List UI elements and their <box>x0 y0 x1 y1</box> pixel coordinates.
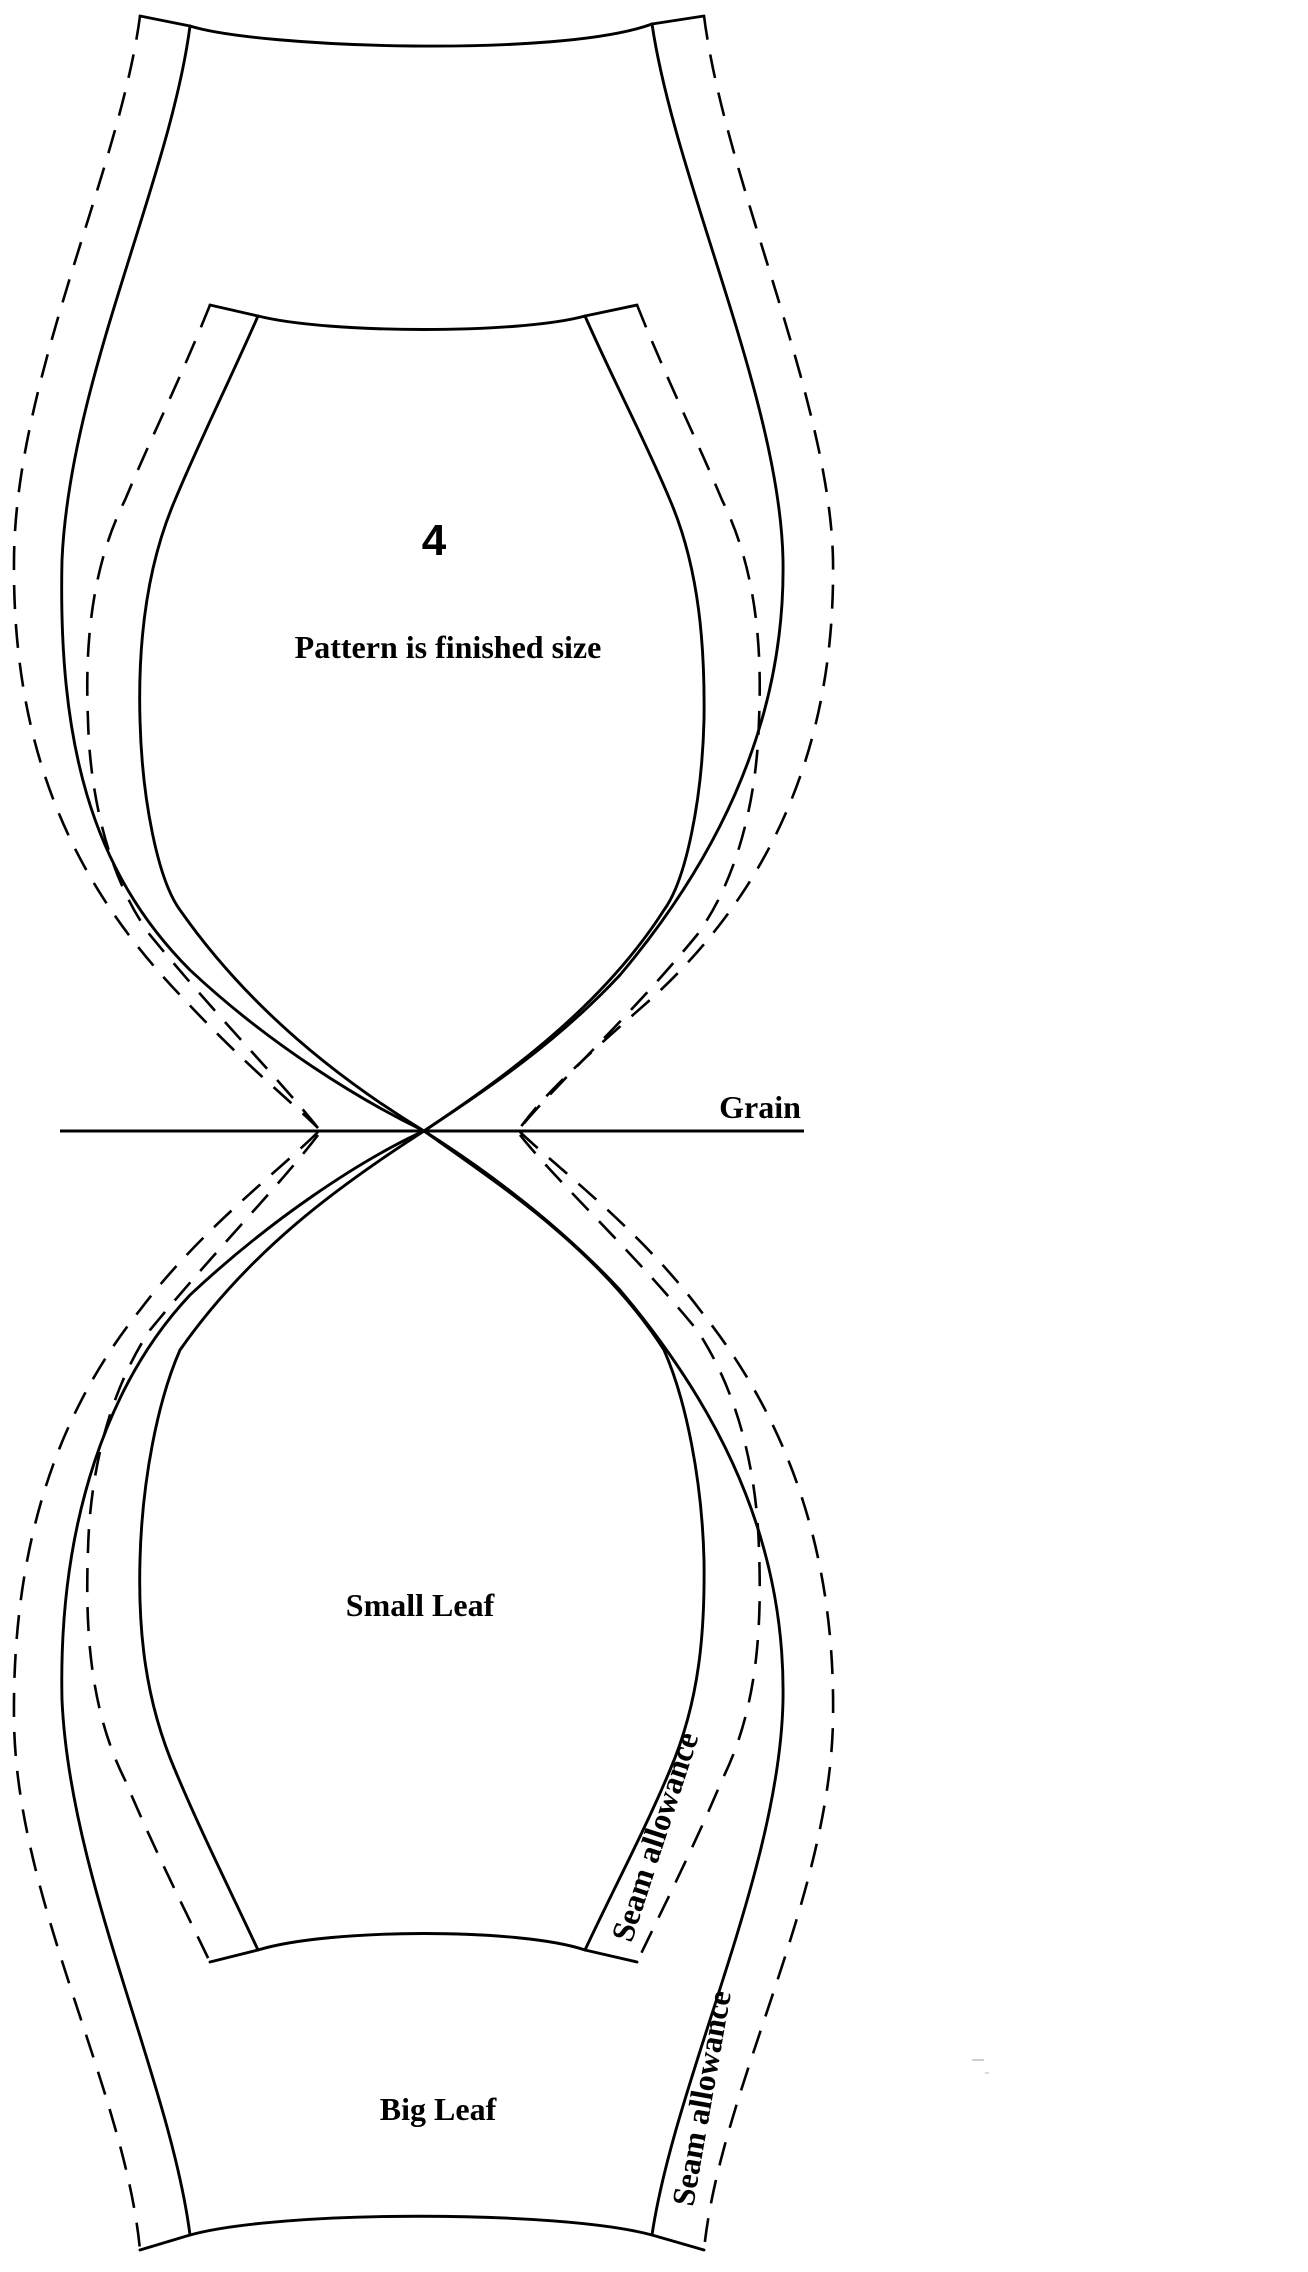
scan-specks <box>972 2059 989 2074</box>
finished-size-note: Pattern is finished size <box>295 629 602 665</box>
small-leaf-seam-allowance <box>85 304 762 1963</box>
small-leaf-label: Small Leaf <box>346 1587 495 1623</box>
big-leaf-bottom-outline <box>60 1129 785 2237</box>
big-leaf-label: Big Leaf <box>380 2091 497 2127</box>
small-leaf-bottom-outline <box>138 1129 706 1952</box>
big-leaf-seam-allowance-label: Seam allowance <box>665 1988 738 2209</box>
big-leaf-seam-allowance <box>12 15 835 2251</box>
grain-label: Grain <box>719 1089 801 1125</box>
pattern-number: 4 <box>422 516 447 565</box>
big-leaf-top-outline <box>60 22 785 1133</box>
small-leaf-seam-allowance-label: Seam allowance <box>604 1727 706 1945</box>
small-leaf-top-outline <box>138 314 706 1133</box>
seam-end-ticks <box>138 14 706 2252</box>
